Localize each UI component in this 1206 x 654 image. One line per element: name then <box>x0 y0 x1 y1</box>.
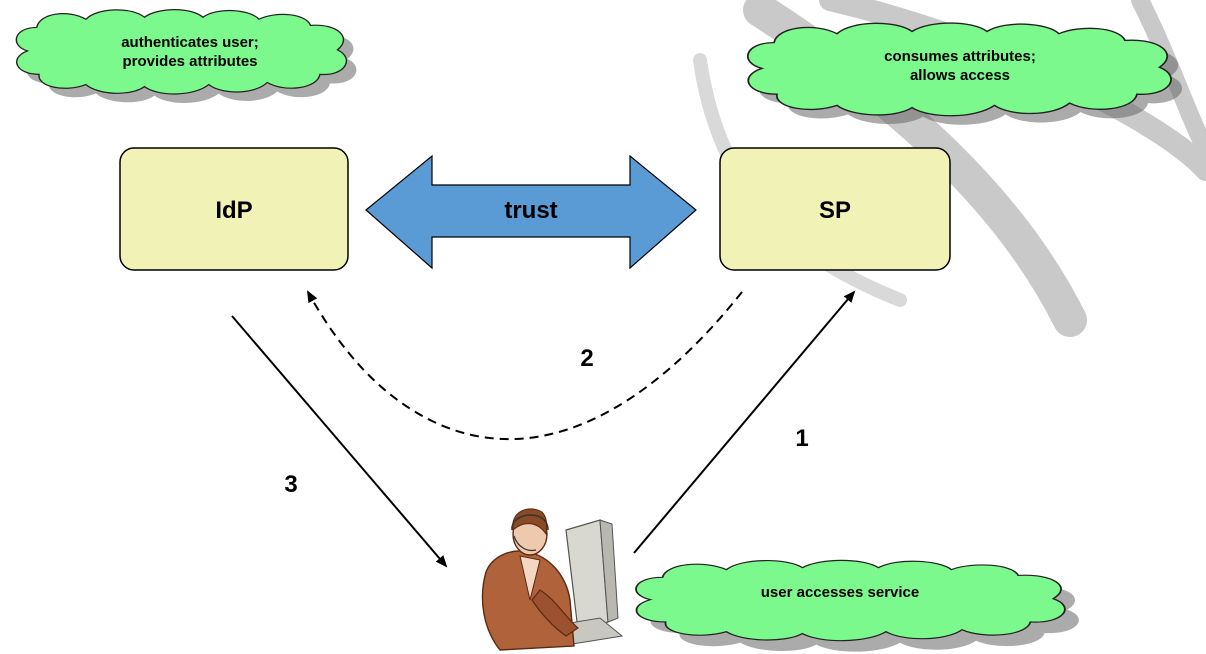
idp-cloud-line-2: provides attributes <box>122 52 258 70</box>
user-cloud-text: user accesses service <box>760 584 920 601</box>
step-3-arrow <box>231 315 448 568</box>
step-2-label: 2 <box>580 345 594 372</box>
idp-cloud-line-1: authenticates user; <box>121 34 259 51</box>
step-2-arrow <box>307 290 743 441</box>
idp-cloud-text: authenticates user; provides attributes <box>40 34 340 72</box>
sp-cloud-line-1: consumes attributes; <box>884 48 1036 65</box>
sp-label: SP <box>818 197 851 224</box>
user-cloud <box>635 559 1079 652</box>
step-3-label: 3 <box>284 471 298 498</box>
idp-label: IdP <box>215 197 253 224</box>
idp-box <box>119 147 349 271</box>
trust-arrow <box>365 154 697 270</box>
sp-cloud-text: consumes attributes; allows access <box>800 48 1120 86</box>
sp-cloud-line-2: allows access <box>909 66 1011 84</box>
step-1-label: 1 <box>795 425 809 452</box>
step-1-arrow <box>633 290 856 554</box>
trust-label: trust <box>504 197 558 224</box>
sp-box <box>719 147 951 271</box>
user-at-computer-icon <box>481 508 624 651</box>
